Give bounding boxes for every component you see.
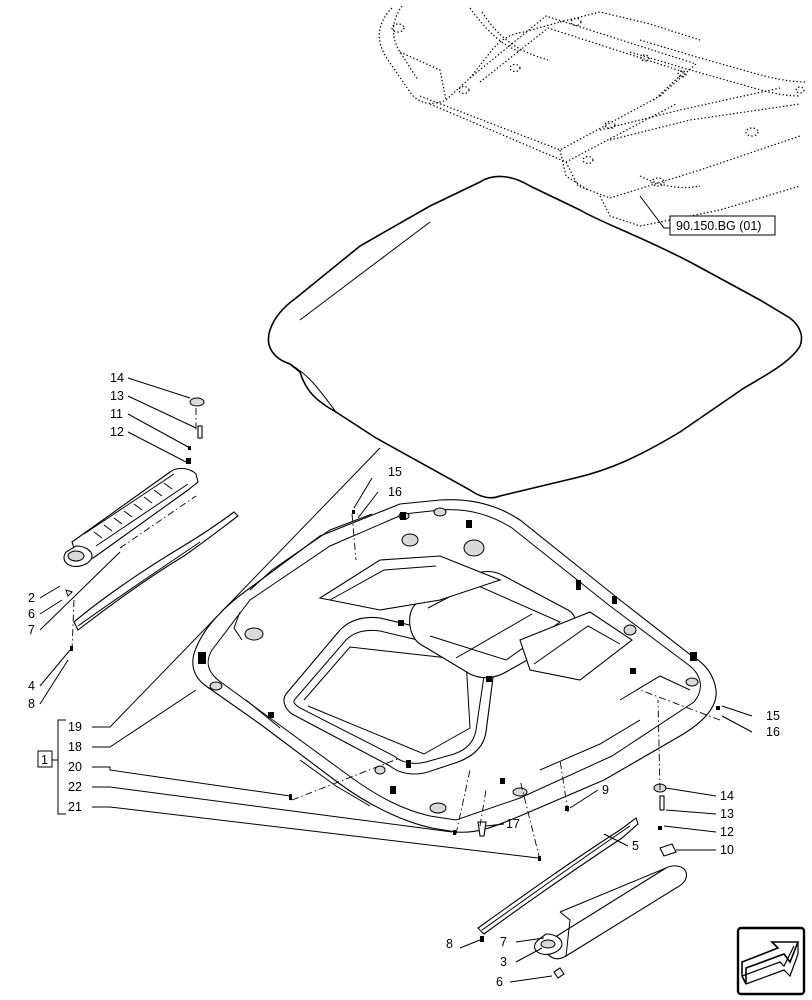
callout-right-10: 10 [720, 843, 734, 857]
group-bracket: 1 [37, 719, 66, 815]
reference-roof-assembly [378, 5, 807, 227]
reference-callout: 90.150.BG (01) [639, 195, 776, 236]
vent-grille [93, 482, 173, 539]
group-box [37, 750, 53, 768]
reference-label-box [669, 215, 776, 236]
callout-mid-9: 9 [602, 783, 609, 797]
callout-top-16: 16 [388, 485, 402, 499]
right-vent-duct [477, 783, 688, 979]
callout-left-11: 11 [110, 407, 123, 421]
next-page-arrow-icon[interactable] [736, 926, 806, 996]
callout-mid-17: 17 [506, 817, 520, 831]
callout-right-13: 13 [720, 807, 734, 821]
callout-group-22: 22 [68, 780, 82, 794]
callout-group-18: 18 [68, 740, 82, 754]
leader-19 [92, 447, 381, 728]
leader-lines [39, 377, 753, 983]
reference-label: 90.150.BG (01) [676, 219, 761, 233]
headliner-mat [267, 175, 803, 499]
callout-group-19: 19 [68, 720, 82, 734]
callout-group-20: 20 [68, 760, 82, 774]
callout-bot-8: 8 [446, 937, 453, 951]
leader-18 [92, 689, 197, 748]
callout-left-4: 4 [28, 679, 35, 693]
left-vent-duct [63, 397, 239, 651]
callout-left-2: 2 [28, 591, 35, 605]
callout-left-14: 14 [110, 371, 124, 385]
callout-right-16: 16 [766, 725, 780, 739]
callout-left-8: 8 [28, 697, 35, 711]
assembly-centerlines [71, 408, 721, 861]
callout-right-15: 15 [766, 709, 780, 723]
callout-right-14: 14 [720, 789, 734, 803]
group-box-label: 1 [41, 753, 48, 767]
callout-left-12: 12 [110, 425, 124, 439]
callout-left-6: 6 [28, 607, 35, 621]
callout-bot-3: 3 [500, 955, 507, 969]
callout-bot-7: 7 [500, 935, 507, 949]
callout-bot-6: 6 [496, 975, 503, 989]
callout-top-15: 15 [388, 465, 402, 479]
callout-left-13: 13 [110, 389, 124, 403]
callout-group-21: 21 [68, 800, 82, 814]
callout-mid-5: 5 [632, 839, 639, 853]
callout-right-12: 12 [720, 825, 734, 839]
callout-left-7: 7 [28, 623, 35, 637]
callout-labels: 14 13 11 12 2 6 7 4 8 15 16 19 18 20 22 … [28, 371, 780, 989]
roof-shell [192, 499, 717, 833]
